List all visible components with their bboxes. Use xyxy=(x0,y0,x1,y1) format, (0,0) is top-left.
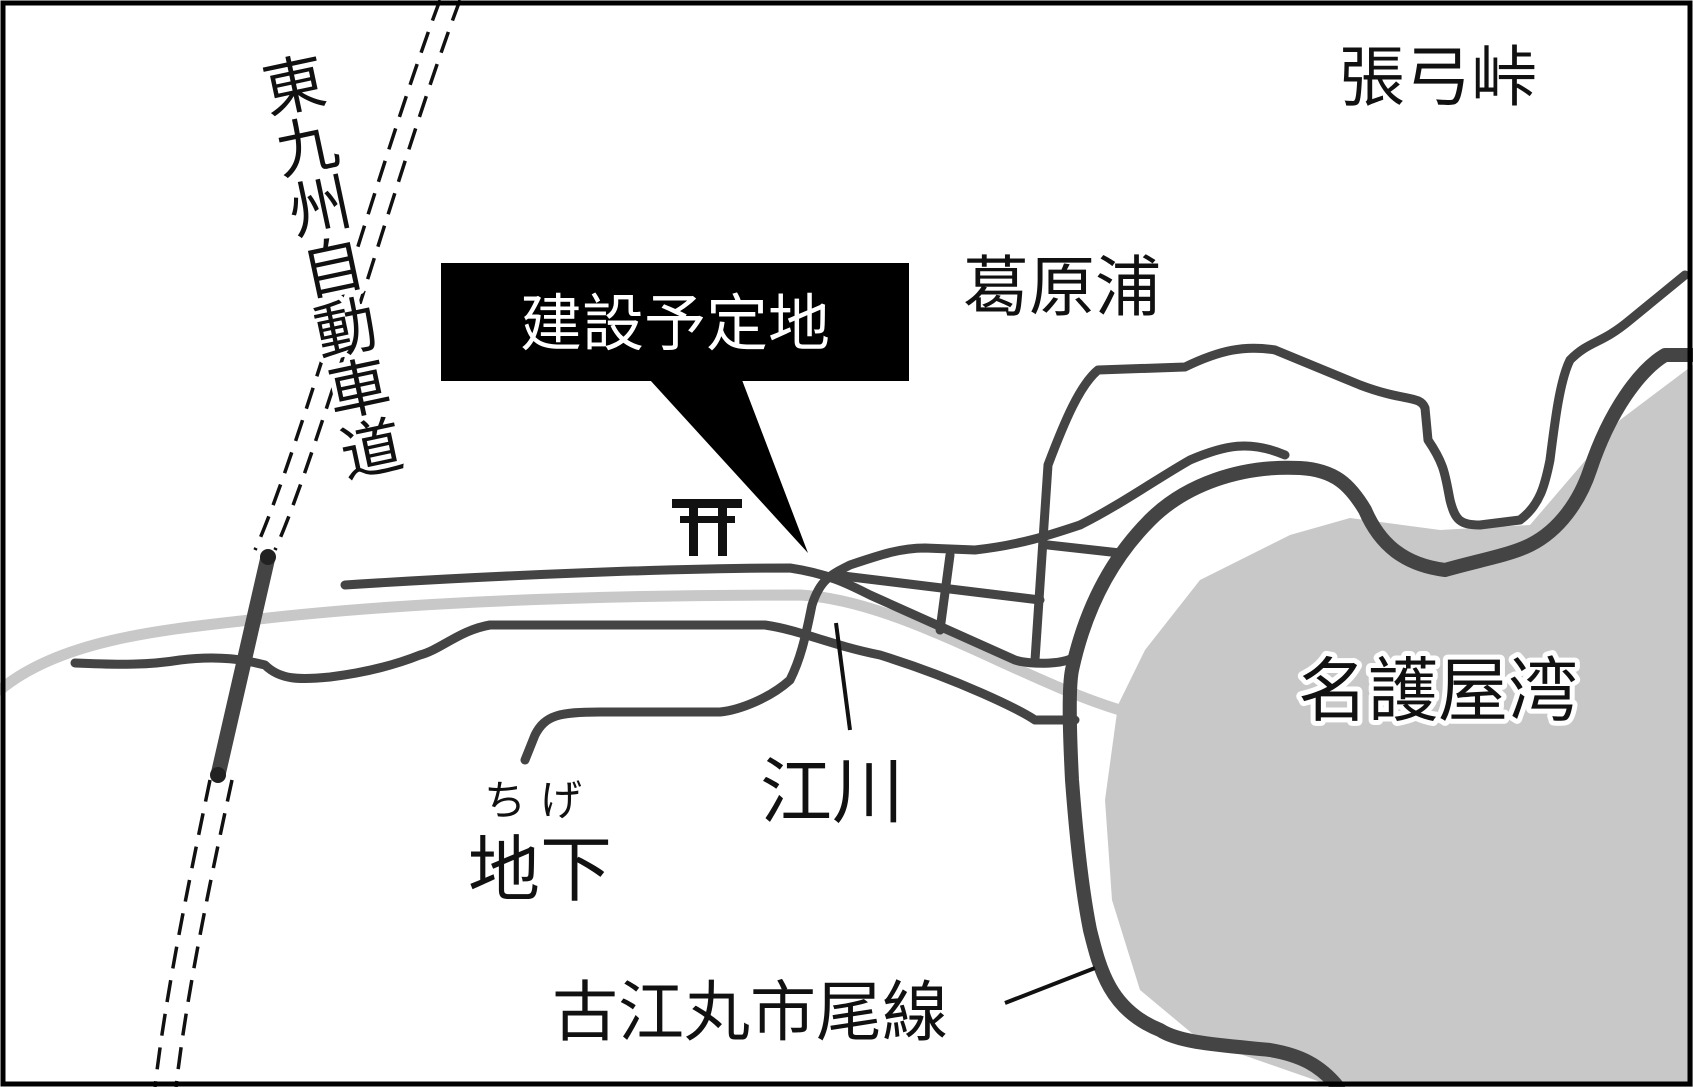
expressway-segment-end-north xyxy=(260,549,276,565)
label-chige-ruby: ちげ xyxy=(484,776,596,825)
road-chige xyxy=(520,520,1085,765)
leader-egawa xyxy=(834,622,852,731)
route-koemaru-ichio xyxy=(1062,348,1693,1087)
expressway-construction-segment xyxy=(210,549,276,783)
bay-water xyxy=(1105,365,1693,1087)
road-north-main xyxy=(340,563,1080,668)
callout-label: 建設予定地 xyxy=(520,287,830,360)
road-cross-3 xyxy=(1043,540,1125,558)
road-north-spur xyxy=(1030,270,1690,665)
road-cross-2 xyxy=(830,570,1045,605)
expressway-right-line xyxy=(174,0,462,1087)
label-route-koemaru: 古江丸市尾線 xyxy=(552,974,948,1051)
road-south-main xyxy=(70,620,1080,725)
expressway-left-line xyxy=(153,0,442,1087)
callout-construction-site: 建設予定地 xyxy=(441,263,909,553)
torii-icon xyxy=(672,499,742,556)
expressway-segment-end-south xyxy=(210,767,226,783)
road-east-upper xyxy=(1075,441,1290,530)
label-nagoya-bay: 名護屋湾 xyxy=(1298,650,1578,732)
label-kuzuharaura: 葛原浦 xyxy=(963,249,1161,326)
river-egawa-channel xyxy=(0,589,1126,716)
label-chige: 地下 xyxy=(468,828,612,912)
label-pass-harimi: 張弓峠 xyxy=(1339,39,1537,116)
leader-route xyxy=(1004,966,1096,1005)
label-egawa: 江川 xyxy=(760,750,904,834)
